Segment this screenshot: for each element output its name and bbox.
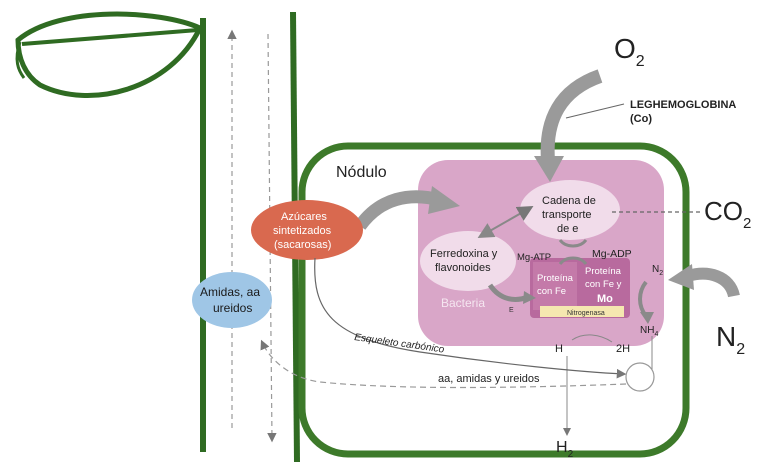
fe-protein [533,262,577,310]
h-label: H [555,343,563,355]
n2-inner-label: N2 [652,264,663,277]
n2-inflow-arrow [686,267,740,298]
electron-small-label: E [509,307,514,314]
nodule-outline [298,142,690,458]
amidas-label-1: Amidas, aa [200,285,260,299]
leaf-icon [15,11,204,98]
cadena-transporte-node [520,180,620,240]
ferredoxina-node [420,231,516,291]
h2-label: H2 [556,439,574,460]
export-circle [625,362,655,392]
proteina-fey-label-2: con Fe y [585,279,622,290]
mo-label: Mo [597,293,613,305]
amidas-label-2: ureidos [213,301,252,315]
aa-amidas-return-path [260,339,627,389]
aa-amidas-label: aa, amidas y ureidos [438,373,540,385]
leghemoglobina-label-2: (Co) [630,113,652,125]
o2-label: O2 [614,33,645,70]
ferredoxina-label-1: Ferredoxina y [430,248,498,260]
azucares-label-2: sintetizados [273,225,332,237]
amidas-node [192,272,272,328]
o2-inflow-arrow [540,69,603,161]
cadena-label-3: de e [557,223,578,235]
proteina-fe-label-1: Proteína [537,273,574,284]
azucares-label-3: (sacarosas) [274,239,331,251]
vascular-flow-lines [227,29,277,443]
azucares-label-1: Azúcares [281,211,327,223]
h-2h-link [571,334,613,343]
bacteria-label: Bacteria [441,296,485,310]
nh4-label: NH4 [640,325,658,338]
mg-adp-label: Mg-ADP [592,248,632,260]
proteina-fe-label-2: con Fe [537,286,566,297]
leghemoglobina-pointer [565,103,625,119]
nitrogenasa-label: Nitrogenasa [567,310,605,317]
esqueleto-carbonico-path [314,257,627,379]
cadena-label-2: transporte [542,209,592,221]
mg-atp-label: Mg-ATP [517,252,551,263]
leghemoglobina-label-1: LEGHEMOGLOBINA [630,99,736,111]
nitrogenasa-bar [540,306,624,317]
cadena-label-1: Cadena de [542,195,596,207]
electron-exchange-arrow [477,206,534,238]
co2-label: CO2 [704,196,751,232]
ferredoxina-label-2: flavonoides [435,262,491,274]
atp-cycle-arrow [558,238,588,248]
proteina-fey-label-1: Proteína [585,266,622,277]
n2-outer-label: N2 [716,321,745,358]
2h-label: 2H [616,343,630,355]
nodulo-label: Nódulo [336,164,387,181]
azucares-node [251,200,363,260]
